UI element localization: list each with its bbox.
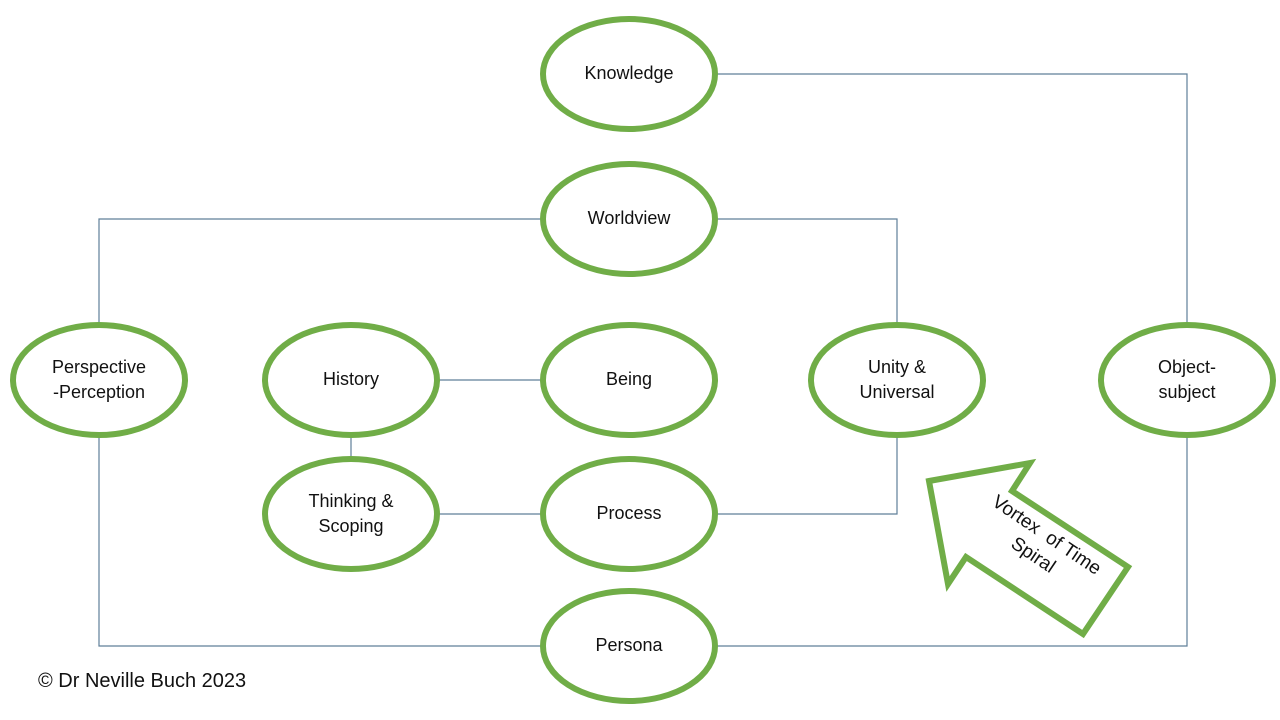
copyright-notice: © Dr Neville Buch 2023 — [38, 670, 247, 692]
node-object-subject-label-line1: Object- — [1158, 357, 1216, 377]
node-unity-label-line2: Universal — [859, 382, 934, 402]
node-history-label: History — [323, 369, 379, 389]
node-persona: Persona — [540, 588, 718, 704]
node-object-subject-label-line2: subject — [1158, 382, 1215, 402]
connector-perspective-persona — [98, 437, 543, 647]
node-worldview-label: Worldview — [588, 208, 672, 228]
node-unity-label-line1: Unity & — [868, 357, 926, 377]
node-history: History — [262, 322, 440, 438]
node-process: Process — [540, 456, 718, 572]
node-thinking-label-line1: Thinking & — [308, 491, 393, 511]
node-perspective-label-line2: -Perception — [53, 382, 145, 402]
connector-object-subject-persona — [716, 437, 1188, 647]
connector-knowledge-object-subject — [716, 73, 1188, 323]
node-worldview: Worldview — [540, 161, 718, 277]
connector-worldview-perspective — [98, 218, 543, 323]
vortex-arrow-shape — [925, 458, 1133, 639]
node-persona-label: Persona — [595, 635, 663, 655]
node-process-label: Process — [596, 503, 661, 523]
vortex-arrow: Vortex of Time Spiral — [925, 458, 1133, 639]
connector-process-unity — [716, 437, 898, 515]
node-being-label: Being — [606, 369, 652, 389]
node-knowledge-label: Knowledge — [584, 63, 673, 83]
node-knowledge: Knowledge — [540, 16, 718, 132]
node-being: Being — [540, 322, 718, 438]
node-thinking-scoping: Thinking & Scoping — [262, 456, 440, 572]
node-perspective-label-line1: Perspective — [52, 357, 146, 377]
connector-worldview-unity — [716, 218, 898, 323]
node-object-subject: Object- subject — [1098, 322, 1276, 438]
node-perspective-perception: Perspective -Perception — [10, 322, 188, 438]
node-unity-universal: Unity & Universal — [808, 322, 986, 438]
node-thinking-label-line2: Scoping — [318, 516, 383, 536]
